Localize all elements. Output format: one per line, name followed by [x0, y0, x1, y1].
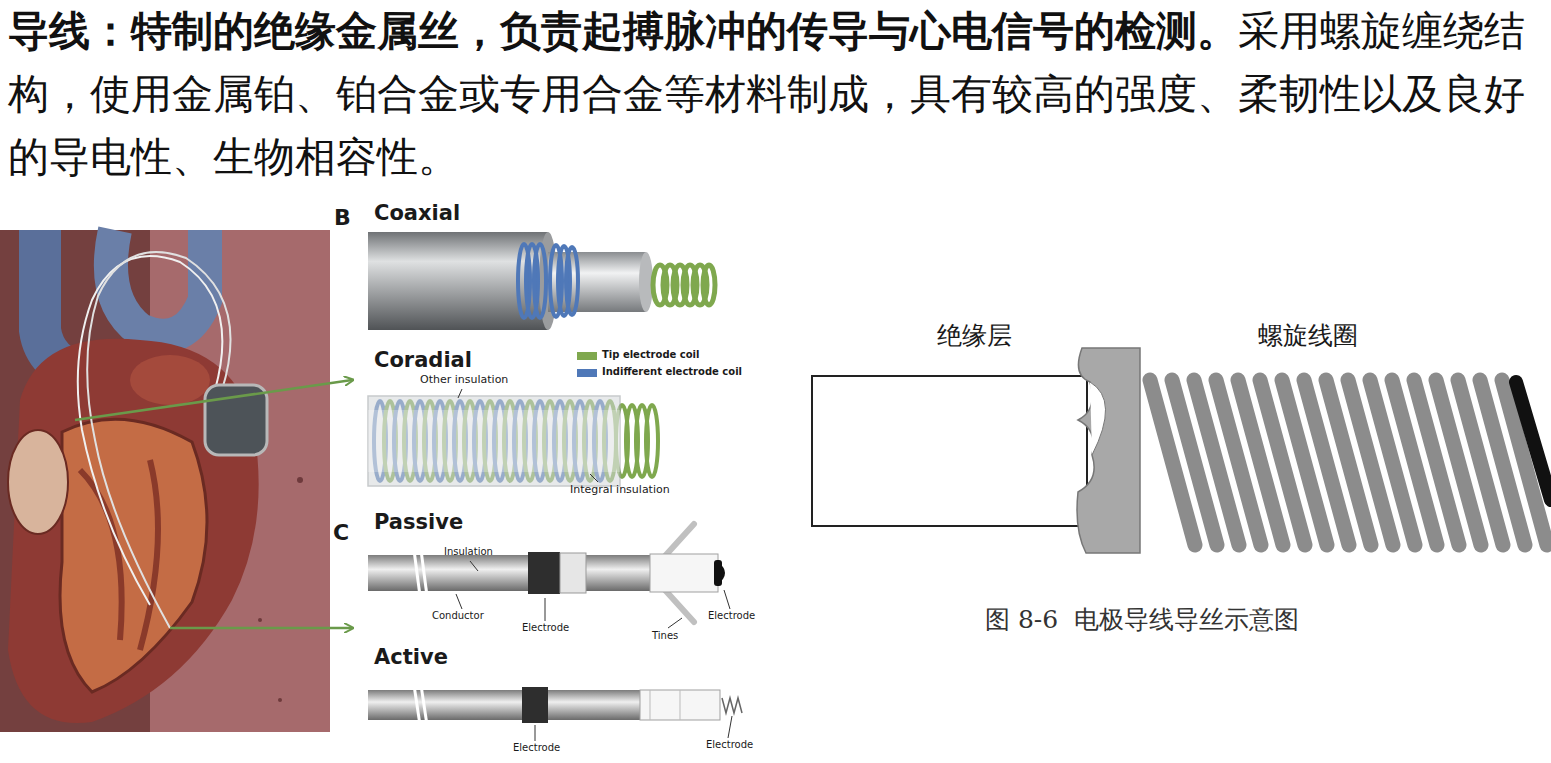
part-label: Electrode [513, 742, 560, 754]
part-label: Electrode [706, 739, 753, 751]
guide-wire-schematic [812, 348, 1551, 553]
coradial-lead [368, 389, 658, 486]
legend-swatch [577, 352, 597, 360]
legend-swatch [577, 369, 597, 377]
panel-letter: B [334, 205, 351, 230]
part-label: Integral insulation [570, 484, 670, 497]
intro-paragraph: 导线：特制的绝缘金属丝，负责起搏脉冲的传导与心电信号的检测。采用螺旋缠绕结构，使… [8, 0, 1544, 189]
panel-title: Coaxial [374, 201, 460, 225]
part-label: Conductor [432, 610, 484, 622]
panel-title: Active [374, 645, 448, 669]
panel-title: Passive [374, 510, 463, 534]
part-label: Electrode [708, 610, 755, 622]
panel-title: Coradial [374, 348, 472, 372]
part-label: 螺旋线圈 [1258, 322, 1358, 351]
part-label: 绝缘层 [937, 322, 1012, 351]
legend-text: Indifferent electrode coil [602, 366, 742, 378]
legend-text: Tip electrode coil [602, 349, 699, 361]
figure-caption: 图 8-6 电极导线导丝示意图 [985, 606, 1299, 635]
active-lead [368, 685, 742, 741]
part-label: Other insulation [420, 374, 508, 387]
heart-illustration [0, 230, 352, 732]
passive-lead [368, 524, 730, 628]
part-label: Tines [652, 630, 678, 642]
lead-sentence: 导线：特制的绝缘金属丝，负责起搏脉冲的传导与心电信号的检测。 [8, 7, 1238, 55]
panel-letter: C [333, 520, 349, 545]
coaxial-lead [368, 232, 715, 330]
part-label: Insulation [444, 546, 493, 558]
part-label: Electrode [522, 622, 569, 634]
